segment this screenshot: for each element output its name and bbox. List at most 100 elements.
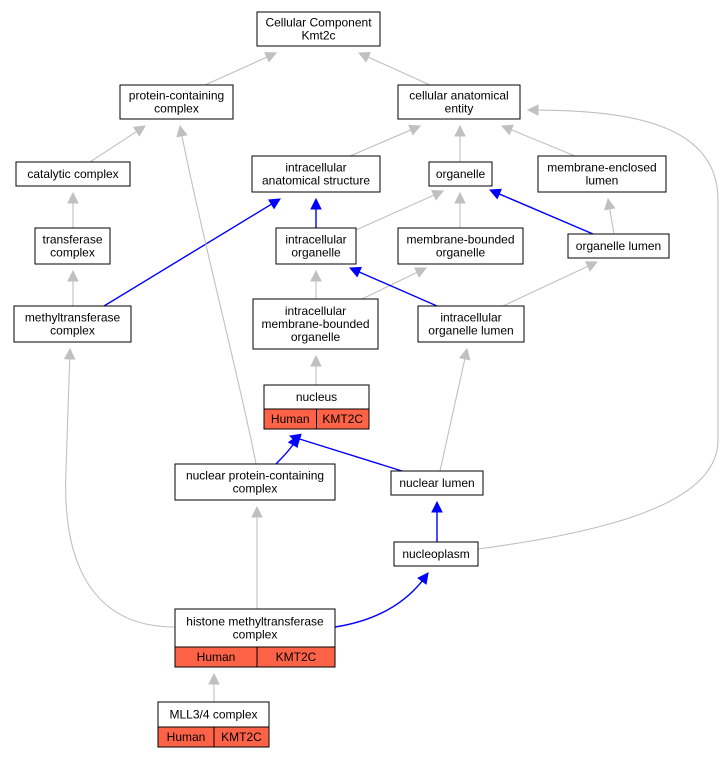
arrowhead	[348, 266, 362, 278]
edge-intracellular-organelle-to-intracellular-anatomical-structure	[310, 197, 322, 228]
node-label-line: membrane-bounded	[261, 317, 369, 331]
arrowhead	[133, 125, 146, 137]
arrowhead	[310, 269, 322, 282]
edge-intracellular-membrane-bounded-organelle-to-membrane-bounded-organelle	[361, 267, 428, 300]
edge-nuclear-protein-containing-complex-to-protein-containing-complex	[176, 124, 257, 465]
node-label-line: organelle lumen	[576, 239, 661, 253]
arrowhead	[310, 197, 322, 210]
node-label-line: complex	[154, 102, 199, 116]
node-box	[428, 161, 493, 187]
node-box	[174, 463, 336, 501]
arrowhead	[208, 672, 220, 685]
edge-mll34-complex-to-histone-methyltransferase-complex	[208, 672, 220, 702]
node-label-line: lumen	[586, 174, 619, 188]
arrowhead	[454, 191, 466, 204]
node-organelle-lumen[interactable]: organelle lumen	[567, 233, 670, 259]
node-box	[397, 84, 521, 120]
node-label-line: methyltransferase	[25, 311, 121, 325]
arrowhead	[408, 124, 422, 136]
node-organelle[interactable]: organelle	[428, 161, 493, 187]
arrowhead	[251, 505, 263, 518]
node-label-line: complex	[50, 246, 95, 260]
node-box	[390, 470, 484, 496]
node-label-line: membrane-bounded	[406, 233, 514, 247]
annotation-gene: KMT2C	[276, 650, 317, 664]
node-box	[15, 161, 131, 187]
arrowhead	[176, 124, 188, 138]
arrowhead	[288, 433, 302, 445]
node-label-line: catalytic complex	[27, 167, 118, 181]
annotation-species: Human	[271, 412, 310, 426]
arrowhead	[310, 354, 322, 367]
edge-intracellular-organelle-to-organelle	[355, 189, 445, 231]
node-box	[256, 11, 381, 47]
node-label-line: histone methyltransferase	[186, 615, 324, 629]
node-box	[174, 608, 336, 648]
arrowhead	[604, 197, 616, 211]
edge-methyltransferase-complex-to-intracellular-anatomical-structure	[103, 198, 281, 307]
edge-membrane-enclosed-lumen-to-cellular-anatomical-entity	[500, 124, 576, 157]
edge-nucleoplasm-to-nuclear-lumen	[431, 500, 443, 542]
node-box	[251, 155, 381, 193]
node-label-line: membrane-enclosed	[547, 161, 656, 175]
arrowhead	[488, 188, 502, 200]
edge-methyltransferase-complex-to-transferase-complex	[67, 269, 79, 306]
node-label-line: MLL3/4 complex	[169, 708, 257, 722]
node-label-line: organelle	[436, 167, 486, 181]
node-label-line: complex	[233, 482, 278, 496]
arrowhead	[526, 104, 539, 116]
node-box	[119, 84, 234, 120]
arrowhead	[357, 52, 371, 63]
node-label-line: intracellular	[285, 304, 346, 318]
edge-membrane-bounded-organelle-to-organelle	[454, 191, 466, 228]
arrowhead	[459, 347, 471, 361]
node-label-line: cellular anatomical	[409, 89, 508, 103]
edge-histone-methyltransferase-complex-to-nucleoplasm	[334, 572, 429, 628]
arrowhead	[414, 267, 428, 278]
annotation-species: Human	[167, 730, 206, 744]
node-catalytic-complex[interactable]: catalytic complex	[15, 161, 131, 187]
edge-organelle-lumen-to-membrane-enclosed-lumen	[604, 197, 616, 235]
node-label-line: nuclear lumen	[399, 476, 474, 490]
node-label-line: complex	[50, 324, 95, 338]
node-label-line: Kmt2c	[301, 29, 335, 43]
edge-protein-containing-complex-to-root	[204, 52, 278, 86]
edge-catalytic-complex-to-protein-containing-complex	[89, 125, 146, 163]
arrowhead	[67, 269, 79, 282]
node-nucleoplasm[interactable]: nucleoplasm	[393, 541, 479, 567]
annotation-species: Human	[197, 650, 236, 664]
arrowhead	[417, 572, 429, 585]
arrowhead	[500, 124, 514, 136]
arrowhead	[67, 191, 79, 204]
node-label-line: anatomical structure	[262, 174, 370, 188]
node-label-line: intracellular	[285, 233, 346, 247]
node-nuclear-lumen[interactable]: nuclear lumen	[390, 470, 484, 496]
edge-organelle-to-cellular-anatomical-entity	[454, 124, 466, 162]
edge-intracellular-organelle-lumen-to-intracellular-organelle	[348, 266, 438, 307]
edge-nuclear-lumen-to-nucleus	[288, 433, 403, 472]
edge-layer	[63, 52, 719, 702]
node-box	[537, 155, 667, 193]
node-box	[252, 298, 379, 350]
annotation-gene: KMT2C	[221, 730, 262, 744]
node-label-line: intracellular	[440, 311, 501, 325]
arrowhead	[431, 500, 443, 513]
node-label-line: protein-containing	[129, 89, 224, 103]
node-label-line: nucleus	[296, 390, 337, 404]
